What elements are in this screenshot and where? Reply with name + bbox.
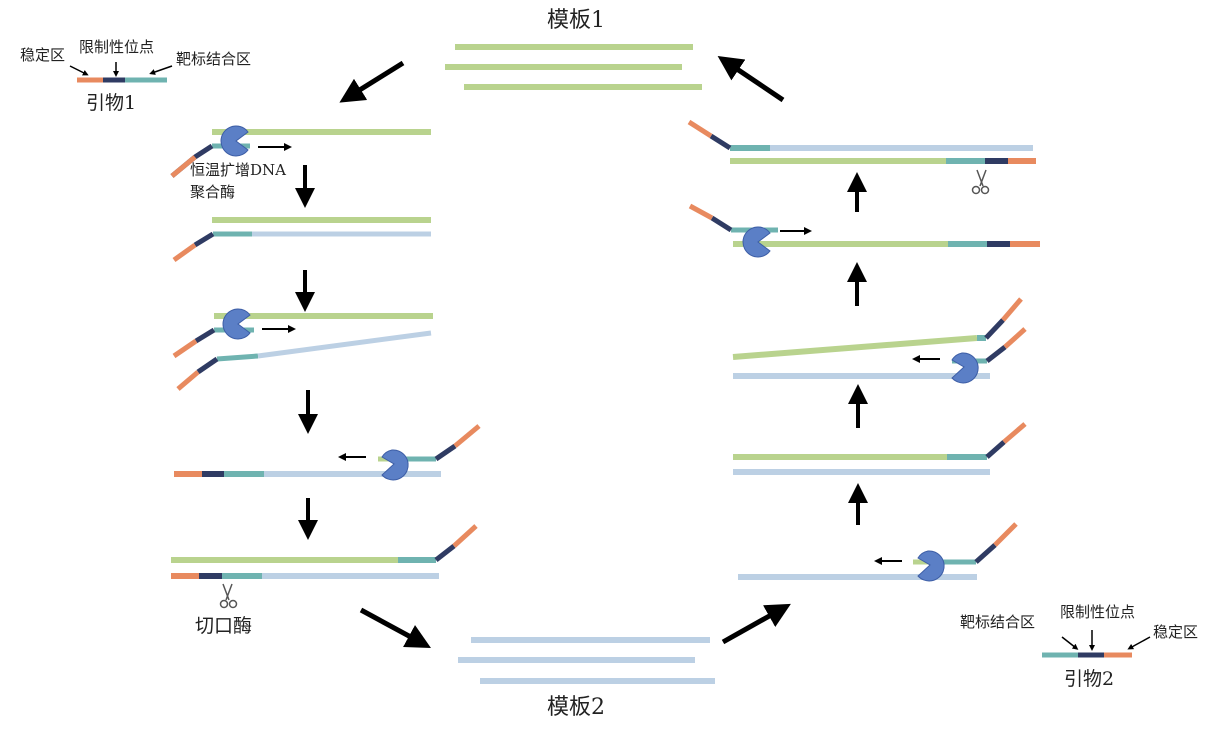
- right-stepA: [687, 119, 1036, 195]
- polymerase-icon: [742, 226, 771, 258]
- right-stepB: [688, 203, 1040, 258]
- left-step5: [171, 524, 478, 609]
- primer2-stable-region-label: 稳定区: [1153, 623, 1199, 641]
- template2-strands: [458, 637, 715, 684]
- left-step-arrows: [295, 165, 318, 540]
- right-stepD: [733, 422, 1027, 475]
- polymerase-icon: [951, 352, 979, 384]
- template1-strands: [445, 44, 702, 90]
- primer1-name: 引物1: [86, 92, 137, 114]
- left-step3: [172, 308, 433, 391]
- right-stepC: [732, 297, 1027, 384]
- scissors-icon: [219, 583, 238, 609]
- scissors-icon: [971, 169, 990, 195]
- primer1-pointer-arrows: [69, 62, 173, 77]
- primer1-stable-region-label: 稳定区: [20, 46, 66, 64]
- primer1-restriction-site-label: 限制性位点: [79, 38, 155, 56]
- template2-label: 模板2: [547, 695, 605, 720]
- primer2-target-binding-label: 靶标结合区: [960, 613, 1036, 631]
- left-step1: [170, 125, 431, 178]
- primer2-restriction-site-label: 限制性位点: [1060, 603, 1136, 621]
- template1-label: 模板1: [547, 8, 605, 33]
- polymerase-icon: [220, 125, 249, 157]
- cycle-arrows: [339, 56, 791, 648]
- nicking-enzyme-label: 切口酶: [195, 615, 253, 637]
- left-step4: [174, 424, 481, 481]
- primer2-pointer-arrows: [1061, 630, 1151, 651]
- primer2-name: 引物2: [1064, 668, 1115, 690]
- polymerase-label-line2: 聚合酶: [190, 183, 236, 201]
- right-step-arrows: [847, 172, 868, 525]
- polymerase-icon: [917, 550, 945, 582]
- left-step2: [172, 217, 431, 263]
- primer1-target-binding-label: 靶标结合区: [176, 50, 252, 68]
- polymerase-icon: [381, 449, 409, 481]
- polymerase-icon: [222, 308, 251, 340]
- polymerase-label-line1: 恒温扩增DNA: [190, 161, 286, 179]
- right-stepE: [738, 522, 1018, 582]
